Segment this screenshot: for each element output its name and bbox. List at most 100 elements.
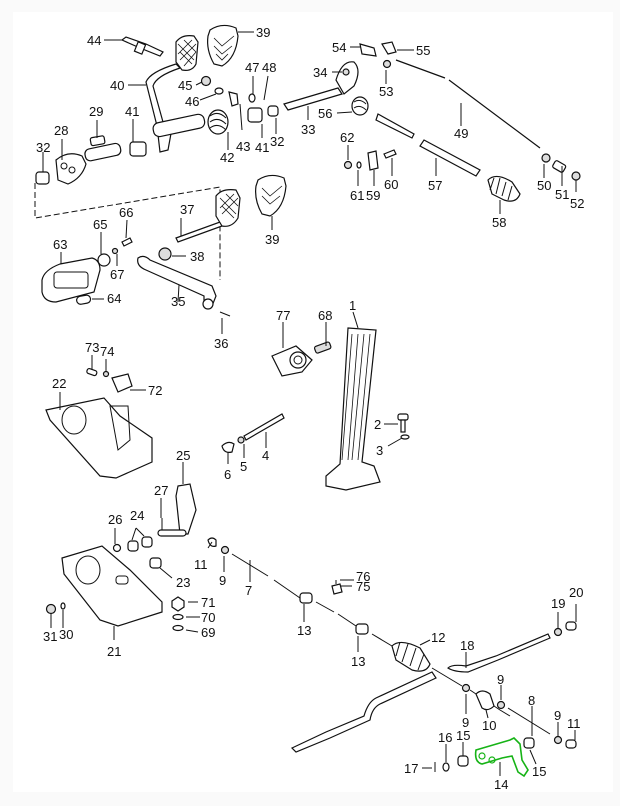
stop-light-switch-63-part[interactable] bbox=[41, 257, 101, 303]
relay-lever-25-part[interactable] bbox=[157, 483, 197, 537]
callout-37[interactable]: 37 bbox=[180, 202, 194, 217]
nut-50-part[interactable] bbox=[541, 153, 551, 163]
callout-9c[interactable]: 9 bbox=[497, 672, 504, 687]
nut-5-part[interactable] bbox=[237, 436, 245, 444]
clutch-cable-49-part[interactable] bbox=[395, 59, 541, 149]
nut-53-part[interactable] bbox=[382, 59, 392, 69]
callout-3[interactable]: 3 bbox=[376, 443, 383, 458]
lock-washer-70-part[interactable] bbox=[172, 613, 184, 621]
nut-38-part[interactable] bbox=[158, 247, 172, 261]
callout-56[interactable]: 56 bbox=[318, 106, 332, 121]
rubber-stop-65-part[interactable] bbox=[97, 253, 111, 267]
callout-25[interactable]: 25 bbox=[176, 448, 190, 463]
clamp-43-part[interactable] bbox=[228, 91, 239, 107]
nut-9a-part[interactable] bbox=[220, 545, 230, 555]
nut-9b-part[interactable] bbox=[461, 683, 471, 693]
callout-31[interactable]: 31 bbox=[43, 629, 57, 644]
plunger-64-part[interactable] bbox=[76, 294, 92, 305]
bushing-32a-part[interactable] bbox=[35, 171, 50, 185]
callout-15b[interactable]: 15 bbox=[532, 764, 546, 779]
callout-46[interactable]: 46 bbox=[185, 94, 199, 109]
callout-45[interactable]: 45 bbox=[178, 78, 192, 93]
rod-8-part[interactable] bbox=[507, 707, 551, 735]
boot-58-part[interactable] bbox=[487, 175, 521, 202]
bushing-15a-part[interactable] bbox=[457, 755, 469, 767]
ball-socket-20-part[interactable] bbox=[565, 621, 577, 631]
bushing-41b-part[interactable] bbox=[247, 107, 263, 123]
callout-27[interactable]: 27 bbox=[154, 483, 168, 498]
ball-socket-11b-part[interactable] bbox=[565, 739, 577, 749]
callout-57[interactable]: 57 bbox=[428, 178, 442, 193]
callout-29[interactable]: 29 bbox=[89, 104, 103, 119]
callout-67[interactable]: 67 bbox=[110, 267, 124, 282]
nut-9d-part[interactable] bbox=[553, 735, 563, 745]
brake-pedal-37-part[interactable] bbox=[175, 189, 241, 243]
key-29-part[interactable] bbox=[89, 135, 106, 147]
callout-64[interactable]: 64 bbox=[107, 291, 121, 306]
callout-59[interactable]: 59 bbox=[366, 188, 380, 203]
throttle-rod-7-part[interactable] bbox=[231, 553, 301, 599]
bushing-15b-part[interactable] bbox=[523, 737, 535, 749]
callout-13b[interactable]: 13 bbox=[351, 654, 365, 669]
callout-35[interactable]: 35 bbox=[171, 294, 185, 309]
callout-60[interactable]: 60 bbox=[384, 177, 398, 192]
callout-42[interactable]: 42 bbox=[220, 150, 234, 165]
callout-18[interactable]: 18 bbox=[460, 638, 474, 653]
washer-16-part[interactable] bbox=[442, 762, 450, 772]
brake-lever-35-part[interactable] bbox=[137, 255, 217, 310]
callout-9b[interactable]: 9 bbox=[462, 715, 469, 730]
callout-19[interactable]: 19 bbox=[551, 596, 565, 611]
callout-40[interactable]: 40 bbox=[110, 78, 124, 93]
nut-52-part[interactable] bbox=[571, 171, 581, 181]
callout-39b[interactable]: 39 bbox=[265, 232, 279, 247]
callout-10[interactable]: 10 bbox=[482, 718, 496, 733]
stop-bolt-part[interactable] bbox=[120, 36, 164, 57]
callout-51[interactable]: 51 bbox=[555, 187, 569, 202]
callout-30[interactable]: 30 bbox=[59, 627, 73, 642]
callout-4[interactable]: 4 bbox=[262, 448, 269, 463]
callout-38[interactable]: 38 bbox=[190, 249, 204, 264]
callout-68[interactable]: 68 bbox=[318, 308, 332, 323]
callout-1[interactable]: 1 bbox=[349, 298, 356, 313]
callout-44[interactable]: 44 bbox=[87, 33, 101, 48]
guide-tube-57-part[interactable] bbox=[375, 113, 481, 177]
callout-74[interactable]: 74 bbox=[100, 344, 114, 359]
nut-19-part[interactable] bbox=[553, 627, 563, 637]
callout-66[interactable]: 66 bbox=[119, 205, 133, 220]
bushing-24a-part[interactable] bbox=[127, 540, 139, 552]
callout-41b[interactable]: 41 bbox=[255, 140, 269, 155]
boot-12-part[interactable] bbox=[391, 641, 431, 672]
callout-23[interactable]: 23 bbox=[176, 575, 190, 590]
washer-61-part[interactable] bbox=[356, 161, 362, 169]
bolt-2-part[interactable] bbox=[397, 413, 409, 433]
callout-32a[interactable]: 32 bbox=[36, 140, 50, 155]
accelerator-pedal-1-part[interactable] bbox=[325, 327, 381, 491]
washer-26-part[interactable] bbox=[112, 543, 122, 553]
pin-48-part[interactable] bbox=[263, 87, 267, 101]
callout-14[interactable]: 14 bbox=[494, 777, 508, 792]
callout-13a[interactable]: 13 bbox=[297, 623, 311, 638]
pedal-hub-part[interactable] bbox=[152, 113, 206, 138]
pedal-mount-77-part[interactable] bbox=[271, 345, 313, 377]
shaft-33-part[interactable] bbox=[283, 61, 359, 111]
callout-11a[interactable]: 11 bbox=[194, 557, 208, 572]
adjuster-51-part[interactable] bbox=[552, 160, 567, 173]
callout-73[interactable]: 73 bbox=[85, 340, 99, 355]
spring-56-part[interactable] bbox=[351, 96, 369, 116]
guide-tube-18-part[interactable] bbox=[447, 633, 551, 673]
bolt-60-part[interactable] bbox=[383, 149, 397, 159]
callout-16[interactable]: 16 bbox=[438, 730, 452, 745]
callout-21[interactable]: 21 bbox=[107, 644, 121, 659]
accelerator-rod-part[interactable] bbox=[290, 671, 437, 753]
bracket-59-part[interactable] bbox=[367, 150, 379, 171]
callout-28[interactable]: 28 bbox=[54, 123, 68, 138]
lever-14-part-highlighted[interactable] bbox=[474, 737, 529, 778]
callout-26[interactable]: 26 bbox=[108, 512, 122, 527]
bolt-73-part[interactable] bbox=[86, 367, 98, 377]
callout-62[interactable]: 62 bbox=[340, 130, 354, 145]
callout-65[interactable]: 65 bbox=[93, 217, 107, 232]
callout-22[interactable]: 22 bbox=[52, 376, 66, 391]
callout-5[interactable]: 5 bbox=[240, 459, 247, 474]
callout-34[interactable]: 34 bbox=[313, 65, 327, 80]
pedal-shaft-28-part[interactable] bbox=[55, 142, 122, 185]
